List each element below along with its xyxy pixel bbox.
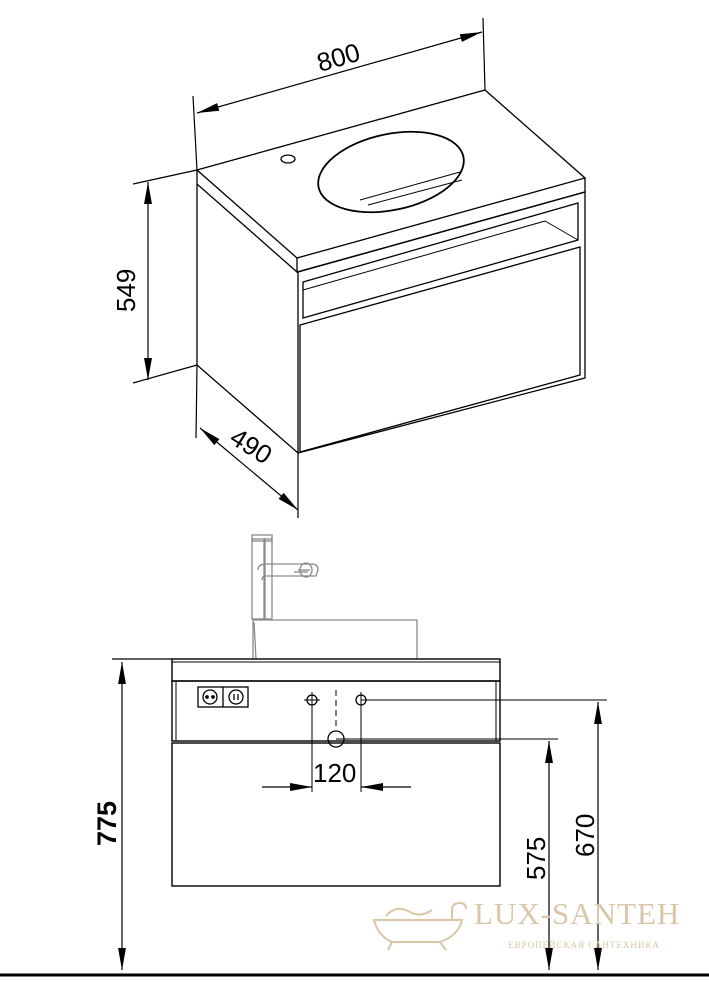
dimension-countertop-height-label: 575: [521, 837, 551, 880]
dimension-total-height: [112, 658, 172, 970]
dimension-tap-spacing-label: 120: [313, 758, 356, 788]
basin-bowl: [317, 130, 465, 214]
dimension-height: [132, 169, 198, 384]
cabinet-front: [171, 658, 501, 887]
isometric-view: [195, 89, 587, 455]
vessel-basin: [252, 619, 418, 660]
brand-watermark: LUX-SANTEH ЕВРОПЕЙСКАЯ САНТЕХНИКА: [372, 896, 680, 951]
dimension-drain-height-label: 670: [570, 814, 600, 857]
watermark-brand: LUX-SANTEH: [474, 896, 680, 931]
dimension-width: [192, 17, 486, 171]
shelf-opening: [171, 680, 501, 742]
dimension-depth: [195, 364, 299, 518]
countertop-top-face: [195, 89, 587, 259]
faucet: [251, 534, 319, 620]
front-frame: [297, 191, 586, 454]
drawer-front: [299, 246, 581, 453]
watermark-tagline: ЕВРОПЕЙСКАЯ САНТЕХНИКА: [508, 940, 660, 950]
dimension-height-label: 549: [111, 269, 141, 312]
dimension-width-label: 800: [313, 37, 363, 78]
drawer-front-elevation: [171, 742, 501, 887]
bathtub-logo-icon: [372, 901, 467, 951]
dimension-total-height-label: 775: [92, 801, 122, 846]
open-shelf: [302, 202, 579, 319]
water-connections: [304, 690, 607, 792]
cabinet-side: [196, 184, 299, 455]
tap-hole: [280, 154, 296, 164]
power-outlet-icon: [197, 686, 249, 708]
